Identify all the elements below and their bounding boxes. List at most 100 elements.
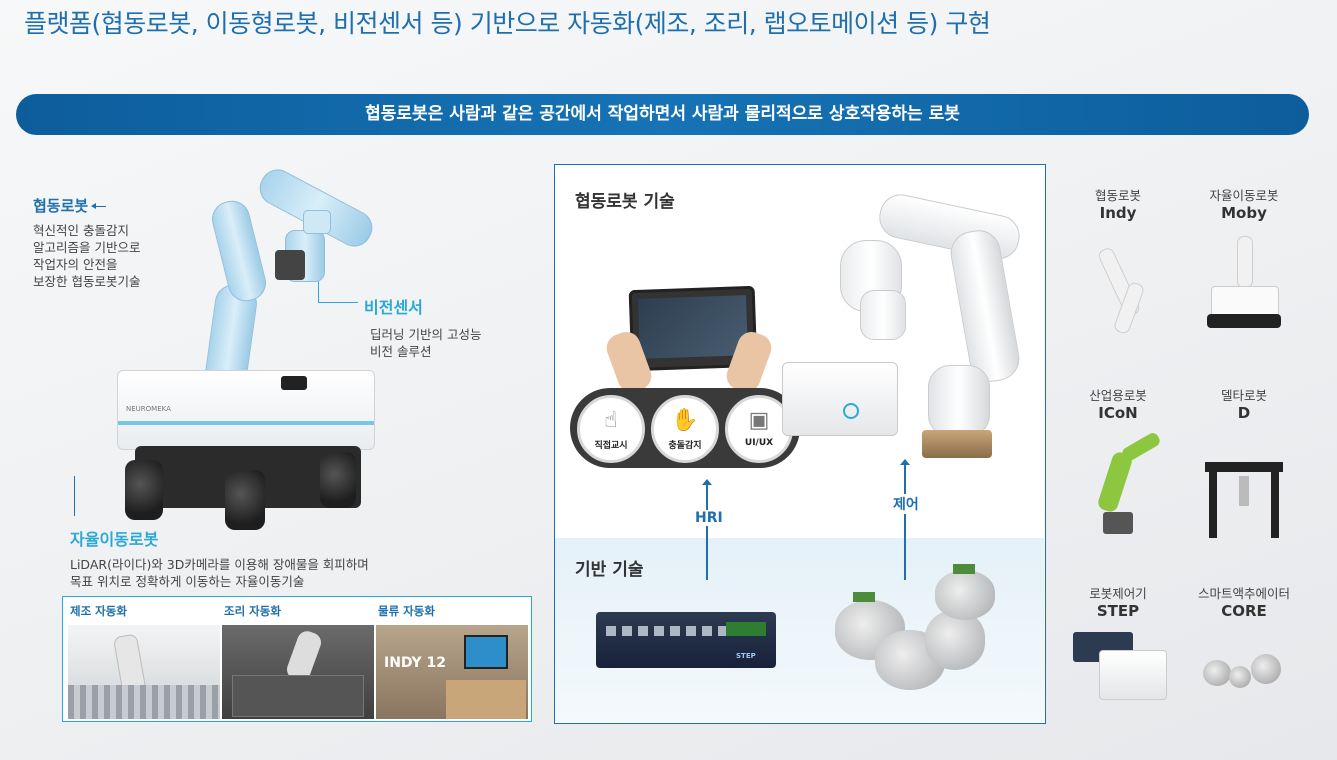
vision-description: 딥러닝 기반의 고성능 비전 솔루션 xyxy=(370,327,482,359)
icon-robot-image xyxy=(1063,422,1173,542)
vision-connector-h xyxy=(318,302,358,303)
amr-connector xyxy=(74,476,75,516)
automation-label-cooking: 조리 자동화 xyxy=(224,604,281,618)
cobot-tool xyxy=(860,290,906,340)
product-name: CORE xyxy=(1221,602,1267,620)
uiux-badge: ▣ UI/UX xyxy=(725,395,793,463)
actuator-board xyxy=(953,564,975,574)
control-label: 제어 xyxy=(890,494,922,514)
robot-base xyxy=(1103,512,1133,534)
actuator-unit xyxy=(925,610,985,670)
camera xyxy=(303,210,331,234)
arm-segment xyxy=(1237,236,1253,288)
direct-teaching-badge: ☝ 직접교시 xyxy=(577,395,645,463)
product-name: D xyxy=(1237,404,1251,422)
photo-boxes xyxy=(446,680,526,719)
hri-arrow-icon xyxy=(702,479,712,580)
product-name: Moby xyxy=(1221,204,1267,222)
cobot-label-group: 협동로봇 xyxy=(33,195,107,216)
wheel-icon xyxy=(320,452,356,508)
base-tech-title: 기반 기술 xyxy=(575,560,644,580)
frame-top xyxy=(1205,462,1283,472)
product-caption: 산업용로봇 xyxy=(1089,388,1147,403)
definition-banner: 협동로봇은 사람과 같은 공간에서 작업하면서 사람과 물리적으로 상호작용하는… xyxy=(16,94,1309,135)
actuator-board xyxy=(853,592,875,602)
controller-brand: STEP xyxy=(736,652,756,660)
automation-label-manufacturing: 제조 자동화 xyxy=(70,604,127,618)
arm-segment xyxy=(1120,430,1162,464)
tablet-screen xyxy=(637,295,748,359)
product-caption: 자율이동로봇 xyxy=(1209,188,1279,203)
step-controller-image: STEP xyxy=(596,612,776,668)
logistics-photo: INDY 12 xyxy=(376,625,528,719)
controller-box xyxy=(1099,650,1167,700)
product-icon[interactable]: 산업용로봇 ICoN xyxy=(1063,387,1173,542)
moby-robot-image xyxy=(1189,222,1299,342)
wheel-base xyxy=(1207,314,1281,328)
core-actuator-thumb xyxy=(1189,620,1299,710)
product-name: STEP xyxy=(1096,602,1140,620)
collision-label: 충돌감지 xyxy=(668,441,702,451)
photo-fryer xyxy=(232,675,364,717)
actuator-unit xyxy=(1251,654,1281,684)
product-step[interactable]: 로봇제어기 STEP xyxy=(1063,585,1173,710)
delta-arm xyxy=(1239,476,1249,506)
manufacturing-photo xyxy=(68,625,220,719)
vision-label: 비전센서 xyxy=(364,298,423,317)
actuator-unit xyxy=(935,570,995,620)
hri-label: HRI xyxy=(692,510,726,526)
base-stripe xyxy=(118,421,374,425)
terminal-block xyxy=(726,622,766,636)
controller-box-image xyxy=(782,362,898,436)
actuator-unit xyxy=(1229,666,1251,688)
vision-connector xyxy=(318,268,319,303)
actuator-unit xyxy=(1203,660,1231,686)
product-core[interactable]: 스마트액추에이터 CORE xyxy=(1189,585,1299,710)
product-caption: 스마트액추에이터 xyxy=(1197,586,1290,601)
indy-sign: INDY 12 xyxy=(384,655,447,671)
cobot-description: 혁신적인 충돌감지 알고리즘을 기반으로 작업자의 안전을 보장한 협동로봇기술 xyxy=(33,223,141,289)
cobot-label: 협동로봇 xyxy=(33,197,89,215)
ports-row xyxy=(606,626,726,636)
collision-icon: ✋ xyxy=(671,408,699,433)
wheel-icon xyxy=(125,460,163,520)
amr-description: LiDAR(라이다)와 3D카메라를 이용해 장애물을 회피하며 목표 위치로 … xyxy=(70,557,369,589)
delta-robot-image xyxy=(1189,422,1299,542)
photo-machinery xyxy=(68,685,220,719)
product-delta[interactable]: 델타로봇 D xyxy=(1189,387,1299,542)
product-moby[interactable]: 자율이동로봇 Moby xyxy=(1189,187,1299,342)
mobile-cobot-image: NEUROMEKA xyxy=(95,163,395,530)
automation-label-logistics: 물류 자동화 xyxy=(378,604,435,618)
product-indy[interactable]: 협동로봇 Indy xyxy=(1063,187,1173,342)
product-caption: 협동로봇 xyxy=(1094,188,1141,203)
cobot-tech-title: 협동로봇 기술 xyxy=(575,192,675,212)
product-name: Indy xyxy=(1099,204,1137,222)
robot-base: NEUROMEKA xyxy=(117,370,375,450)
lidar-sensor xyxy=(281,376,307,390)
robot-brand: NEUROMEKA xyxy=(126,405,171,413)
touch-screen-icon: ▣ xyxy=(748,408,770,433)
frame-leg xyxy=(1271,472,1279,538)
cobot-shoulder xyxy=(928,365,990,437)
gripper xyxy=(275,250,305,280)
cobot-arm-image xyxy=(820,190,1040,465)
direct-teaching-label: 직접교시 xyxy=(594,441,628,451)
page-title: 플랫폼(협동로봇, 이동형로봇, 비전센서 등) 기반으로 자동화(제조, 조리… xyxy=(24,9,991,38)
uiux-label: UI/UX xyxy=(744,438,774,448)
product-name: ICoN xyxy=(1098,404,1138,422)
frame-leg xyxy=(1209,472,1217,538)
step-controller-thumb xyxy=(1063,620,1173,710)
cooking-photo xyxy=(222,625,374,719)
cobot-base xyxy=(922,430,992,458)
indy-robot-image xyxy=(1063,222,1173,342)
collision-badge: ✋ 충돌감지 xyxy=(651,395,719,463)
product-caption: 델타로봇 xyxy=(1220,388,1267,403)
actuators-image xyxy=(835,564,1035,700)
amr-label: 자율이동로봇 xyxy=(70,530,159,549)
power-icon xyxy=(843,403,859,419)
arrow-left-icon xyxy=(91,203,107,209)
photo-monitor xyxy=(464,635,508,669)
control-arrow-icon xyxy=(900,459,910,580)
hand-teach-icon: ☝ xyxy=(604,408,618,433)
arm-upper xyxy=(208,196,270,306)
